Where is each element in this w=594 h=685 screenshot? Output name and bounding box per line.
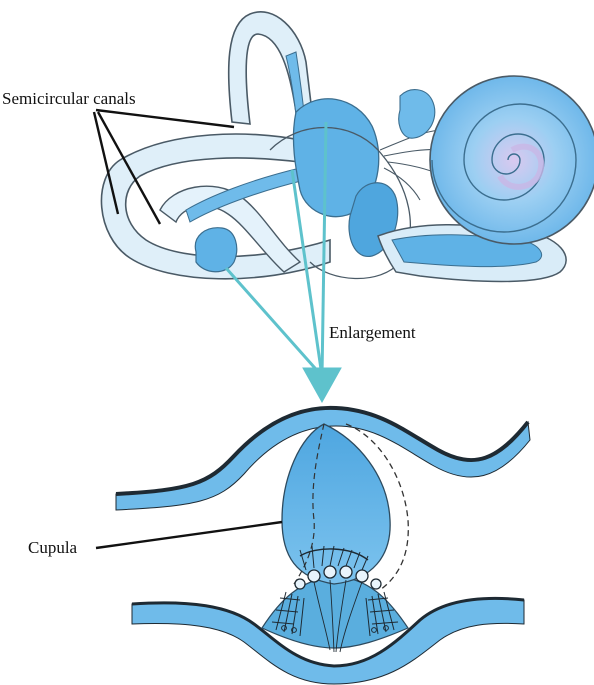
deflected-cupula [345,423,409,591]
enlargement-label: Enlargement [329,323,416,342]
ampulla [194,227,238,273]
cochlea [429,75,594,245]
cupula [281,423,391,585]
enlargement-arrowhead [302,367,342,404]
nerve-fibers [313,579,363,653]
hair-cells [294,565,382,590]
inner-ear-illustration [100,11,594,283]
canals-leader-lines [92,108,235,225]
enlargement-arrows [224,121,328,377]
ampulla-enlargement [115,405,531,685]
crista [261,575,409,649]
supporting-cells [271,591,399,637]
cupula-leader-line [95,520,283,550]
semicircular-canals-label: Semicircular canals [2,89,136,108]
stereocilia [299,545,369,571]
cupula-label: Cupula [28,538,78,557]
